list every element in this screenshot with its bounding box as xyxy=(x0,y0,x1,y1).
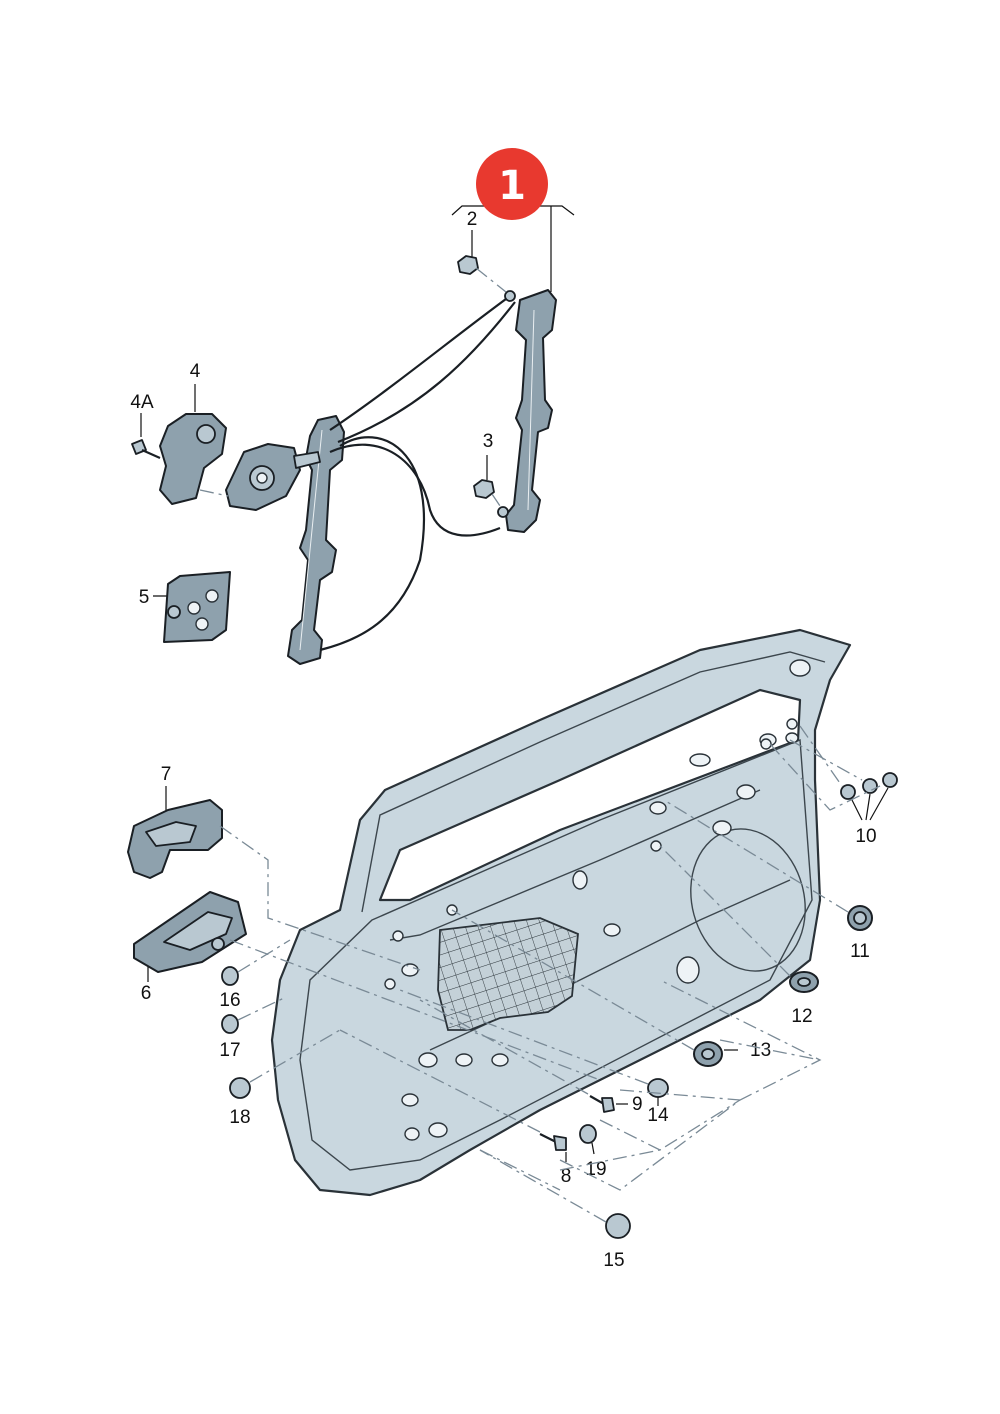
part-4a-screw[interactable]: 4A xyxy=(130,392,161,460)
label-6: 6 xyxy=(141,983,152,1004)
label-18: 18 xyxy=(229,1107,250,1128)
label-17: 17 xyxy=(219,1040,240,1061)
part-17-plug[interactable]: 17 xyxy=(219,997,285,1061)
part-13-plug[interactable]: 13 xyxy=(451,909,771,1067)
label-13: 13 xyxy=(750,1040,771,1061)
part-16-plug[interactable]: 16 xyxy=(219,939,291,1011)
part-6-handle[interactable]: 6 xyxy=(133,891,601,1081)
part-8-screw[interactable]: 8 xyxy=(339,1029,572,1187)
label-7: 7 xyxy=(161,764,172,785)
part-14-plug[interactable]: 14 xyxy=(399,989,669,1126)
label-16: 16 xyxy=(219,990,240,1011)
label-15: 15 xyxy=(603,1250,624,1271)
part-3-nut[interactable]: 3 xyxy=(473,431,501,507)
part-19-plug[interactable]: 19 xyxy=(579,1124,607,1180)
part-group-badge[interactable]: 1 xyxy=(451,148,575,292)
part-18-plug[interactable]: 18 xyxy=(229,1029,341,1128)
label-10: 10 xyxy=(855,826,876,847)
label-2: 2 xyxy=(467,209,478,230)
badge-circle xyxy=(476,148,548,220)
grouping-lines xyxy=(479,979,822,1191)
part-7-lock[interactable]: 7 xyxy=(127,764,421,971)
label-3: 3 xyxy=(483,431,494,452)
part-4-motor[interactable]: 4 xyxy=(159,361,229,505)
badge-label: 1 xyxy=(498,163,526,209)
label-12: 12 xyxy=(791,1006,812,1027)
label-8: 8 xyxy=(561,1166,572,1187)
part-12-plug[interactable]: 12 xyxy=(659,845,819,1027)
part-9-screw[interactable]: 9 xyxy=(419,999,643,1115)
regulator-motor-plate[interactable] xyxy=(225,443,321,511)
part-10-plugs[interactable]: 10 xyxy=(769,725,898,847)
part-11-plug[interactable]: 11 xyxy=(663,799,873,962)
label-9: 9 xyxy=(632,1094,643,1115)
window-regulator[interactable] xyxy=(287,289,557,665)
part-5-plate[interactable]: 5 xyxy=(139,571,231,643)
label-4: 4 xyxy=(190,361,201,382)
label-4a: 4A xyxy=(130,392,154,413)
label-5: 5 xyxy=(139,587,150,608)
part-15-plug[interactable]: 15 xyxy=(479,1149,631,1271)
label-14: 14 xyxy=(647,1105,669,1126)
part-2-nut[interactable]: 2 xyxy=(457,209,507,293)
label-11: 11 xyxy=(850,941,870,962)
door-shell[interactable] xyxy=(270,628,852,1197)
